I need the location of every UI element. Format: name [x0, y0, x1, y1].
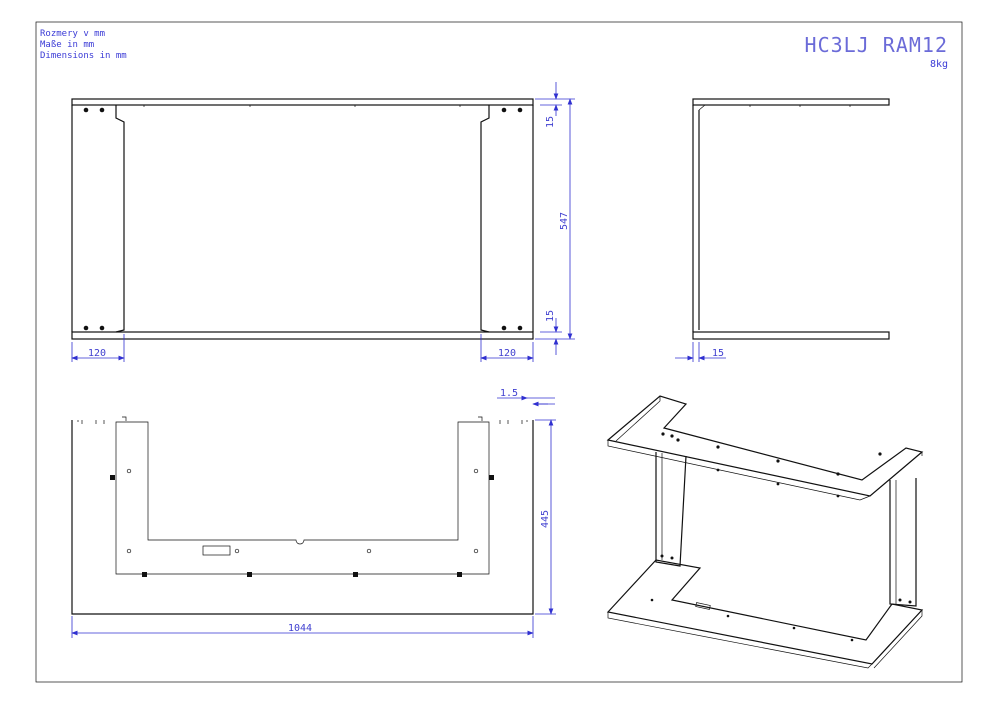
units-note-en: Dimensions in mm	[40, 51, 127, 61]
front-view	[71, 98, 534, 340]
dim-height-top-flange: 15	[545, 116, 556, 128]
side-view-dimensions: 15	[675, 342, 726, 362]
dim-plan-width: 1044	[288, 623, 312, 634]
drawing-frame	[35, 21, 963, 683]
drawing-weight: 8kg	[929, 59, 948, 70]
front-view-dimensions: 120 120 15 547 15	[71, 82, 575, 362]
dim-side-flange: 15	[712, 348, 724, 359]
side-view	[692, 98, 890, 340]
drawing-title: HC3LJ RAM12	[804, 33, 948, 57]
dim-height-bottom-flange: 15	[545, 310, 556, 322]
dim-front-left-width: 120	[88, 348, 106, 359]
dim-plan-sheet: 1.5	[500, 388, 518, 399]
units-note-cz: Rozmery v mm	[40, 29, 106, 39]
dim-height-total: 547	[559, 212, 570, 230]
isometric-view	[606, 395, 924, 669]
units-note-de: Maße in mm	[40, 40, 95, 50]
dim-front-right-width: 120	[498, 348, 516, 359]
plan-view	[71, 416, 534, 615]
plan-view-dimensions: 1.5 445 1044	[71, 388, 556, 638]
dim-plan-depth: 445	[540, 510, 551, 528]
